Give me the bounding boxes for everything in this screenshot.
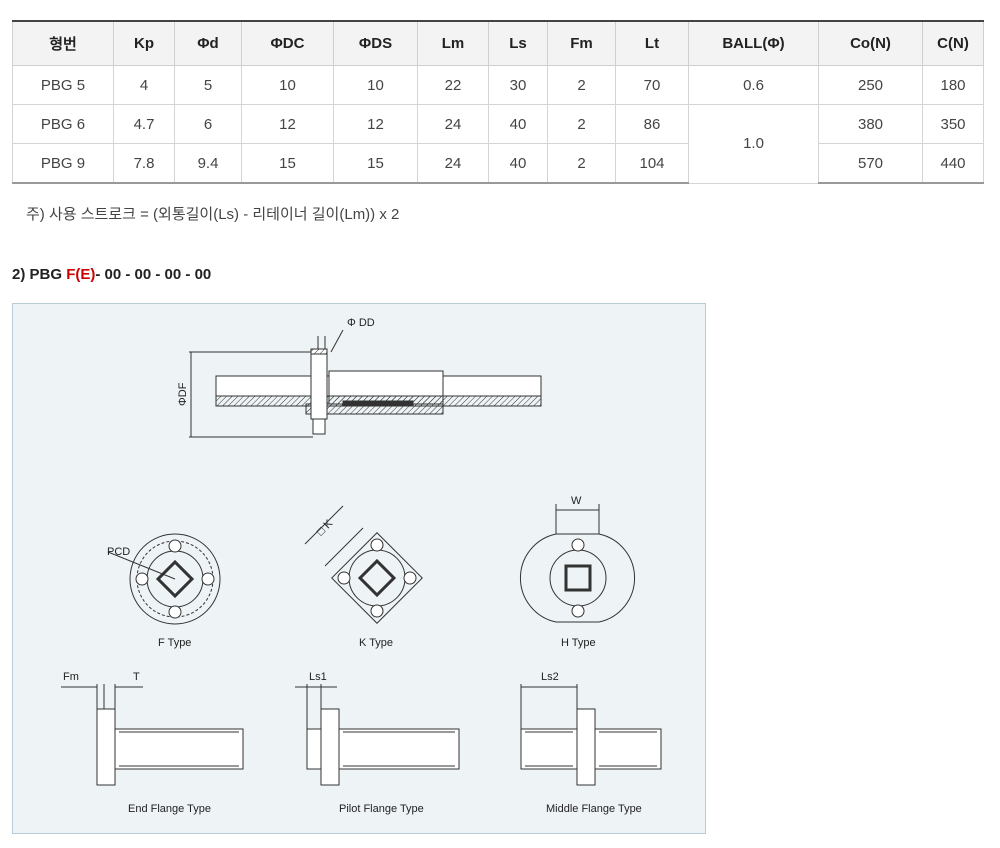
label-dd: Φ DD xyxy=(347,317,375,329)
cell: 9.4 xyxy=(174,143,242,184)
table-row: PBG 6 4.7 6 12 12 24 40 2 86 1.0 380 350 xyxy=(12,104,984,184)
cell-model: PBG 6 xyxy=(12,104,114,144)
col-header: 형번 xyxy=(12,20,114,66)
middle-flange-view xyxy=(520,684,662,786)
cell-ball-merged: 1.0 xyxy=(688,104,819,184)
col-header: Fm xyxy=(547,20,616,66)
caption-k-type: K Type xyxy=(359,637,393,649)
technical-drawing: Φ DD ΦDF PCD F Type □ K K Type xyxy=(12,303,706,834)
col-header: Co(N) xyxy=(818,20,923,66)
cell-model: PBG 9 xyxy=(12,143,114,184)
caption-f-type: F Type xyxy=(158,637,191,649)
spec-table: 형번 Kp Φd ΦDC ΦDS Lm Ls Fm Lt BALL(Φ) Co(… xyxy=(12,20,984,184)
label-w: W xyxy=(571,495,582,507)
code-highlight: F(E) xyxy=(66,266,96,283)
caption-h-type: H Type xyxy=(561,637,596,649)
drawing-svg: Φ DD ΦDF PCD F Type □ K K Type xyxy=(61,317,662,815)
table-row: PBG 9 7.8 9.4 15 15 24 40 2 104 570 440 xyxy=(12,143,984,184)
cell: 70 xyxy=(615,65,689,105)
cell: 22 xyxy=(417,65,489,105)
col-header: BALL(Φ) xyxy=(688,20,819,66)
cell: 4.7 xyxy=(113,104,175,144)
cell: 250 xyxy=(818,65,923,105)
cell: 7.8 xyxy=(113,143,175,184)
label-t: T xyxy=(133,671,140,683)
cell: 350 xyxy=(922,104,984,144)
label-ls1: Ls1 xyxy=(309,671,327,683)
col-header: Ls xyxy=(488,20,548,66)
col-header: ΦDC xyxy=(241,20,334,66)
cell: 2 xyxy=(547,65,616,105)
cell: 10 xyxy=(241,65,334,105)
col-header: Kp xyxy=(113,20,175,66)
cell: 5 xyxy=(174,65,242,105)
cell: 86 xyxy=(615,104,689,144)
cell: 380 xyxy=(818,104,923,144)
cell: 12 xyxy=(333,104,418,144)
caption-middle-flange: Middle Flange Type xyxy=(546,803,642,815)
cell: 40 xyxy=(488,143,548,184)
cell-ball: 0.6 xyxy=(688,65,819,105)
cell: 40 xyxy=(488,104,548,144)
cell-model: PBG 5 xyxy=(12,65,114,105)
col-header: C(N) xyxy=(922,20,984,66)
col-header: Φd xyxy=(174,20,242,66)
cell: 570 xyxy=(818,143,923,184)
cell: 440 xyxy=(922,143,984,184)
caption-end-flange: End Flange Type xyxy=(128,803,211,815)
cell: 6 xyxy=(174,104,242,144)
col-header: Lm xyxy=(417,20,489,66)
label-pcd: PCD xyxy=(107,546,130,558)
table-header-row: 형번 Kp Φd ΦDC ΦDS Lm Ls Fm Lt BALL(Φ) Co(… xyxy=(12,20,984,66)
cell: 2 xyxy=(547,104,616,144)
cell: 30 xyxy=(488,65,548,105)
cell: 4 xyxy=(113,65,175,105)
label-ls2: Ls2 xyxy=(541,671,559,683)
code-prefix: 2) PBG xyxy=(12,266,67,283)
h-type-view xyxy=(519,504,636,623)
caption-pilot-flange: Pilot Flange Type xyxy=(339,803,424,815)
f-type-view xyxy=(107,533,221,625)
label-k: □ K xyxy=(315,517,336,538)
k-type-view xyxy=(304,505,423,624)
cell: 104 xyxy=(615,143,689,184)
cell: 12 xyxy=(241,104,334,144)
pilot-flange-view xyxy=(295,684,460,786)
code-suffix: - 00 - 00 - 00 - 00 xyxy=(95,266,212,283)
cell: 2 xyxy=(547,143,616,184)
cell: 24 xyxy=(417,104,489,144)
col-header: ΦDS xyxy=(333,20,418,66)
col-header: Lt xyxy=(615,20,689,66)
cell: 24 xyxy=(417,143,489,184)
table-row: PBG 5 4 5 10 10 22 30 2 70 0.6 250 180 xyxy=(12,65,984,105)
cross-section-view xyxy=(189,329,542,438)
label-fm: Fm xyxy=(63,671,79,683)
cell: 15 xyxy=(241,143,334,184)
cell: 180 xyxy=(922,65,984,105)
cell: 10 xyxy=(333,65,418,105)
end-flange-view xyxy=(61,684,244,786)
model-code-title: 2) PBG F(E)- 00 - 00 - 00 - 00 xyxy=(12,266,211,283)
label-df: ΦDF xyxy=(177,382,189,406)
cell: 15 xyxy=(333,143,418,184)
stroke-note: 주) 사용 스트로크 = (외통길이(Ls) - 리테이너 길이(Lm)) x … xyxy=(26,206,400,223)
